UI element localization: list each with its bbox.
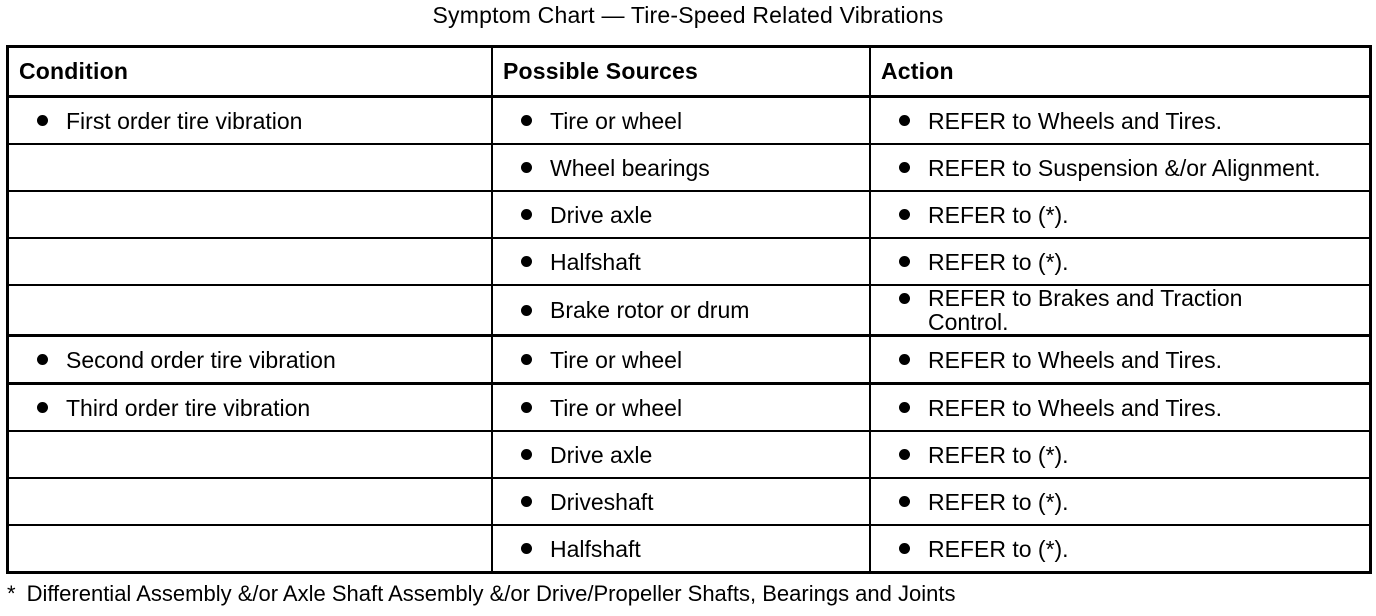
- bullet-icon: [899, 162, 910, 173]
- sources-cell: Drive axle: [491, 432, 869, 477]
- bullet-icon: [899, 449, 910, 460]
- action-cell: REFER to (*).: [869, 526, 1369, 571]
- sources-cell: Drive axle: [491, 192, 869, 237]
- sources-cell: Halfshaft: [491, 239, 869, 284]
- condition-cell: [9, 286, 491, 334]
- table-row: Drive axle REFER to (*).: [9, 190, 1369, 237]
- action-text: REFER to (*).: [928, 201, 1069, 228]
- bullet-icon: [899, 293, 910, 304]
- table-row: Second order tire vibration Tire or whee…: [9, 334, 1369, 382]
- action-cell: REFER to (*).: [869, 192, 1369, 237]
- condition-text: Second order tire vibration: [66, 346, 336, 373]
- source-text: Driveshaft: [550, 488, 654, 515]
- header-cell-action: Action: [869, 48, 1369, 95]
- condition-cell: Third order tire vibration: [9, 385, 491, 430]
- source-text: Halfshaft: [550, 248, 641, 275]
- bullet-icon: [521, 115, 532, 126]
- condition-cell: Second order tire vibration: [9, 337, 491, 382]
- condition-cell: [9, 432, 491, 477]
- footnote-marker: *: [7, 581, 16, 606]
- condition-text: Third order tire vibration: [66, 394, 311, 421]
- action-text: REFER to (*).: [928, 488, 1069, 515]
- condition-cell: [9, 192, 491, 237]
- bullet-icon: [521, 304, 532, 316]
- bullet-icon: [521, 449, 532, 460]
- action-cell: REFER to (*).: [869, 239, 1369, 284]
- action-text: REFER to Wheels and Tires.: [928, 107, 1222, 134]
- bullet-icon: [521, 162, 532, 173]
- action-text: REFER to Suspension &/or Alignment.: [928, 154, 1321, 181]
- source-text: Halfshaft: [550, 535, 641, 562]
- source-text: Drive axle: [550, 441, 653, 468]
- source-text: Tire or wheel: [550, 394, 683, 421]
- action-cell: REFER to Brakes and Traction Control.: [869, 286, 1369, 334]
- symptom-table: Condition Possible Sources Action First …: [6, 45, 1372, 574]
- bullet-icon: [899, 496, 910, 507]
- action-text: REFER to (*).: [928, 248, 1069, 275]
- source-text: Wheel bearings: [550, 154, 710, 181]
- bullet-icon: [37, 354, 48, 365]
- action-cell: REFER to Wheels and Tires.: [869, 98, 1369, 143]
- header-row: Condition Possible Sources Action: [9, 48, 1369, 95]
- page-title: Symptom Chart — Tire-Speed Related Vibra…: [432, 2, 944, 28]
- footnote: * Differential Assembly &/or Axle Shaft …: [7, 581, 955, 607]
- table-row: First order tire vibration Tire or wheel…: [9, 95, 1369, 143]
- bullet-icon: [521, 402, 532, 413]
- bullet-icon: [899, 115, 910, 126]
- action-cell: REFER to (*).: [869, 432, 1369, 477]
- bullet-icon: [521, 256, 532, 267]
- condition-cell: [9, 239, 491, 284]
- source-text: Drive axle: [550, 201, 653, 228]
- sources-cell: Wheel bearings: [491, 145, 869, 190]
- action-text: REFER to Wheels and Tires.: [928, 394, 1222, 421]
- bullet-icon: [521, 354, 532, 365]
- action-cell: REFER to Suspension &/or Alignment.: [869, 145, 1369, 190]
- source-text: Brake rotor or drum: [550, 297, 750, 323]
- condition-cell: [9, 479, 491, 524]
- action-cell: REFER to Wheels and Tires.: [869, 385, 1369, 430]
- table-row: Drive axle REFER to (*).: [9, 430, 1369, 477]
- footnote-text: Differential Assembly &/or Axle Shaft As…: [26, 581, 956, 606]
- source-text: Tire or wheel: [550, 107, 683, 134]
- header-cell-condition: Condition: [19, 58, 129, 84]
- bullet-icon: [521, 209, 532, 220]
- action-cell: REFER to (*).: [869, 479, 1369, 524]
- action-text: REFER to (*).: [928, 535, 1069, 562]
- sources-cell: Tire or wheel: [491, 337, 869, 382]
- bullet-icon: [37, 115, 48, 126]
- table-row: Wheel bearings REFER to Suspension &/or …: [9, 143, 1369, 190]
- action-text: REFER to Wheels and Tires.: [928, 346, 1222, 373]
- sources-cell: Halfshaft: [491, 526, 869, 571]
- bullet-icon: [899, 354, 910, 365]
- bullet-icon: [899, 209, 910, 220]
- table-row: Third order tire vibration Tire or wheel…: [9, 382, 1369, 430]
- bullet-icon: [521, 496, 532, 507]
- bullet-icon: [899, 256, 910, 267]
- table-row: Halfshaft REFER to (*).: [9, 237, 1369, 284]
- bullet-icon: [521, 543, 532, 554]
- condition-cell: [9, 526, 491, 571]
- table-row: Halfshaft REFER to (*).: [9, 524, 1369, 571]
- bullet-icon: [899, 543, 910, 554]
- sources-cell: Driveshaft: [491, 479, 869, 524]
- source-text: Tire or wheel: [550, 346, 683, 373]
- sources-cell: Tire or wheel: [491, 385, 869, 430]
- header-cell-sources: Possible Sources: [491, 48, 869, 95]
- table-row: Driveshaft REFER to (*).: [9, 477, 1369, 524]
- condition-cell: [9, 145, 491, 190]
- bullet-icon: [899, 402, 910, 413]
- sources-cell: Brake rotor or drum: [491, 286, 869, 334]
- action-text: REFER to (*).: [928, 441, 1069, 468]
- condition-text: First order tire vibration: [66, 107, 303, 134]
- bullet-icon: [37, 402, 48, 413]
- sources-cell: Tire or wheel: [491, 98, 869, 143]
- table-row: Brake rotor or drum REFER to Brakes and …: [9, 284, 1369, 334]
- condition-cell: First order tire vibration: [9, 98, 491, 143]
- action-text: REFER to Brakes and Traction Control.: [928, 286, 1243, 334]
- action-cell: REFER to Wheels and Tires.: [869, 337, 1369, 382]
